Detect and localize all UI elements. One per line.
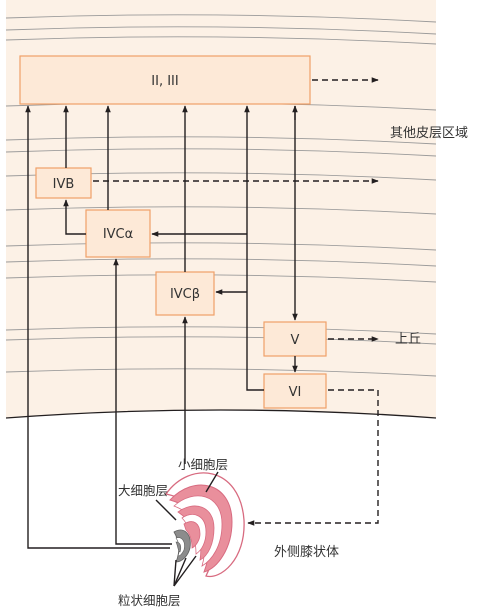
layer-2-3-label: II, III xyxy=(151,74,178,89)
lgn-label: 外侧膝状体 xyxy=(274,545,339,560)
lgn-labels: 小细胞层 大细胞层 粒状细胞层 xyxy=(118,457,228,608)
layer-6-label: VI xyxy=(289,385,302,400)
lgn-structure xyxy=(164,472,245,578)
layer-5-box: V xyxy=(263,321,327,357)
arrow-lgn-to-4ca xyxy=(113,258,172,545)
arrow-4ca-to-4b xyxy=(63,199,86,235)
layer-4ca-box: IVCα xyxy=(85,209,151,258)
layer-4cb-label: IVCβ xyxy=(170,287,200,302)
arrow-6-to-lgn xyxy=(247,389,379,526)
magnocellular-label: 大细胞层 xyxy=(118,483,168,498)
layer-4b-label: IVB xyxy=(53,177,75,192)
koniocellular-label: 粒状细胞层 xyxy=(118,593,181,608)
layer-4b-box: IVB xyxy=(35,167,92,199)
superior-colliculus-label: 上丘 xyxy=(395,332,421,347)
parvocellular-label: 小细胞层 xyxy=(178,457,228,472)
layer-5-label: V xyxy=(291,333,300,348)
connection-arrows xyxy=(25,105,298,549)
arrow-lgn-to-2-3 xyxy=(25,105,170,549)
arrow-6-to-2-3 xyxy=(244,105,264,391)
layer-2-3-box: II, III xyxy=(19,55,311,105)
layer-4cb-box: IVCβ xyxy=(155,271,215,316)
layer-6-box: VI xyxy=(263,373,327,409)
other-cortex-label: 其他皮层区域 xyxy=(390,126,468,141)
output-arrows xyxy=(93,77,379,526)
layer-4ca-label: IVCα xyxy=(103,227,133,242)
